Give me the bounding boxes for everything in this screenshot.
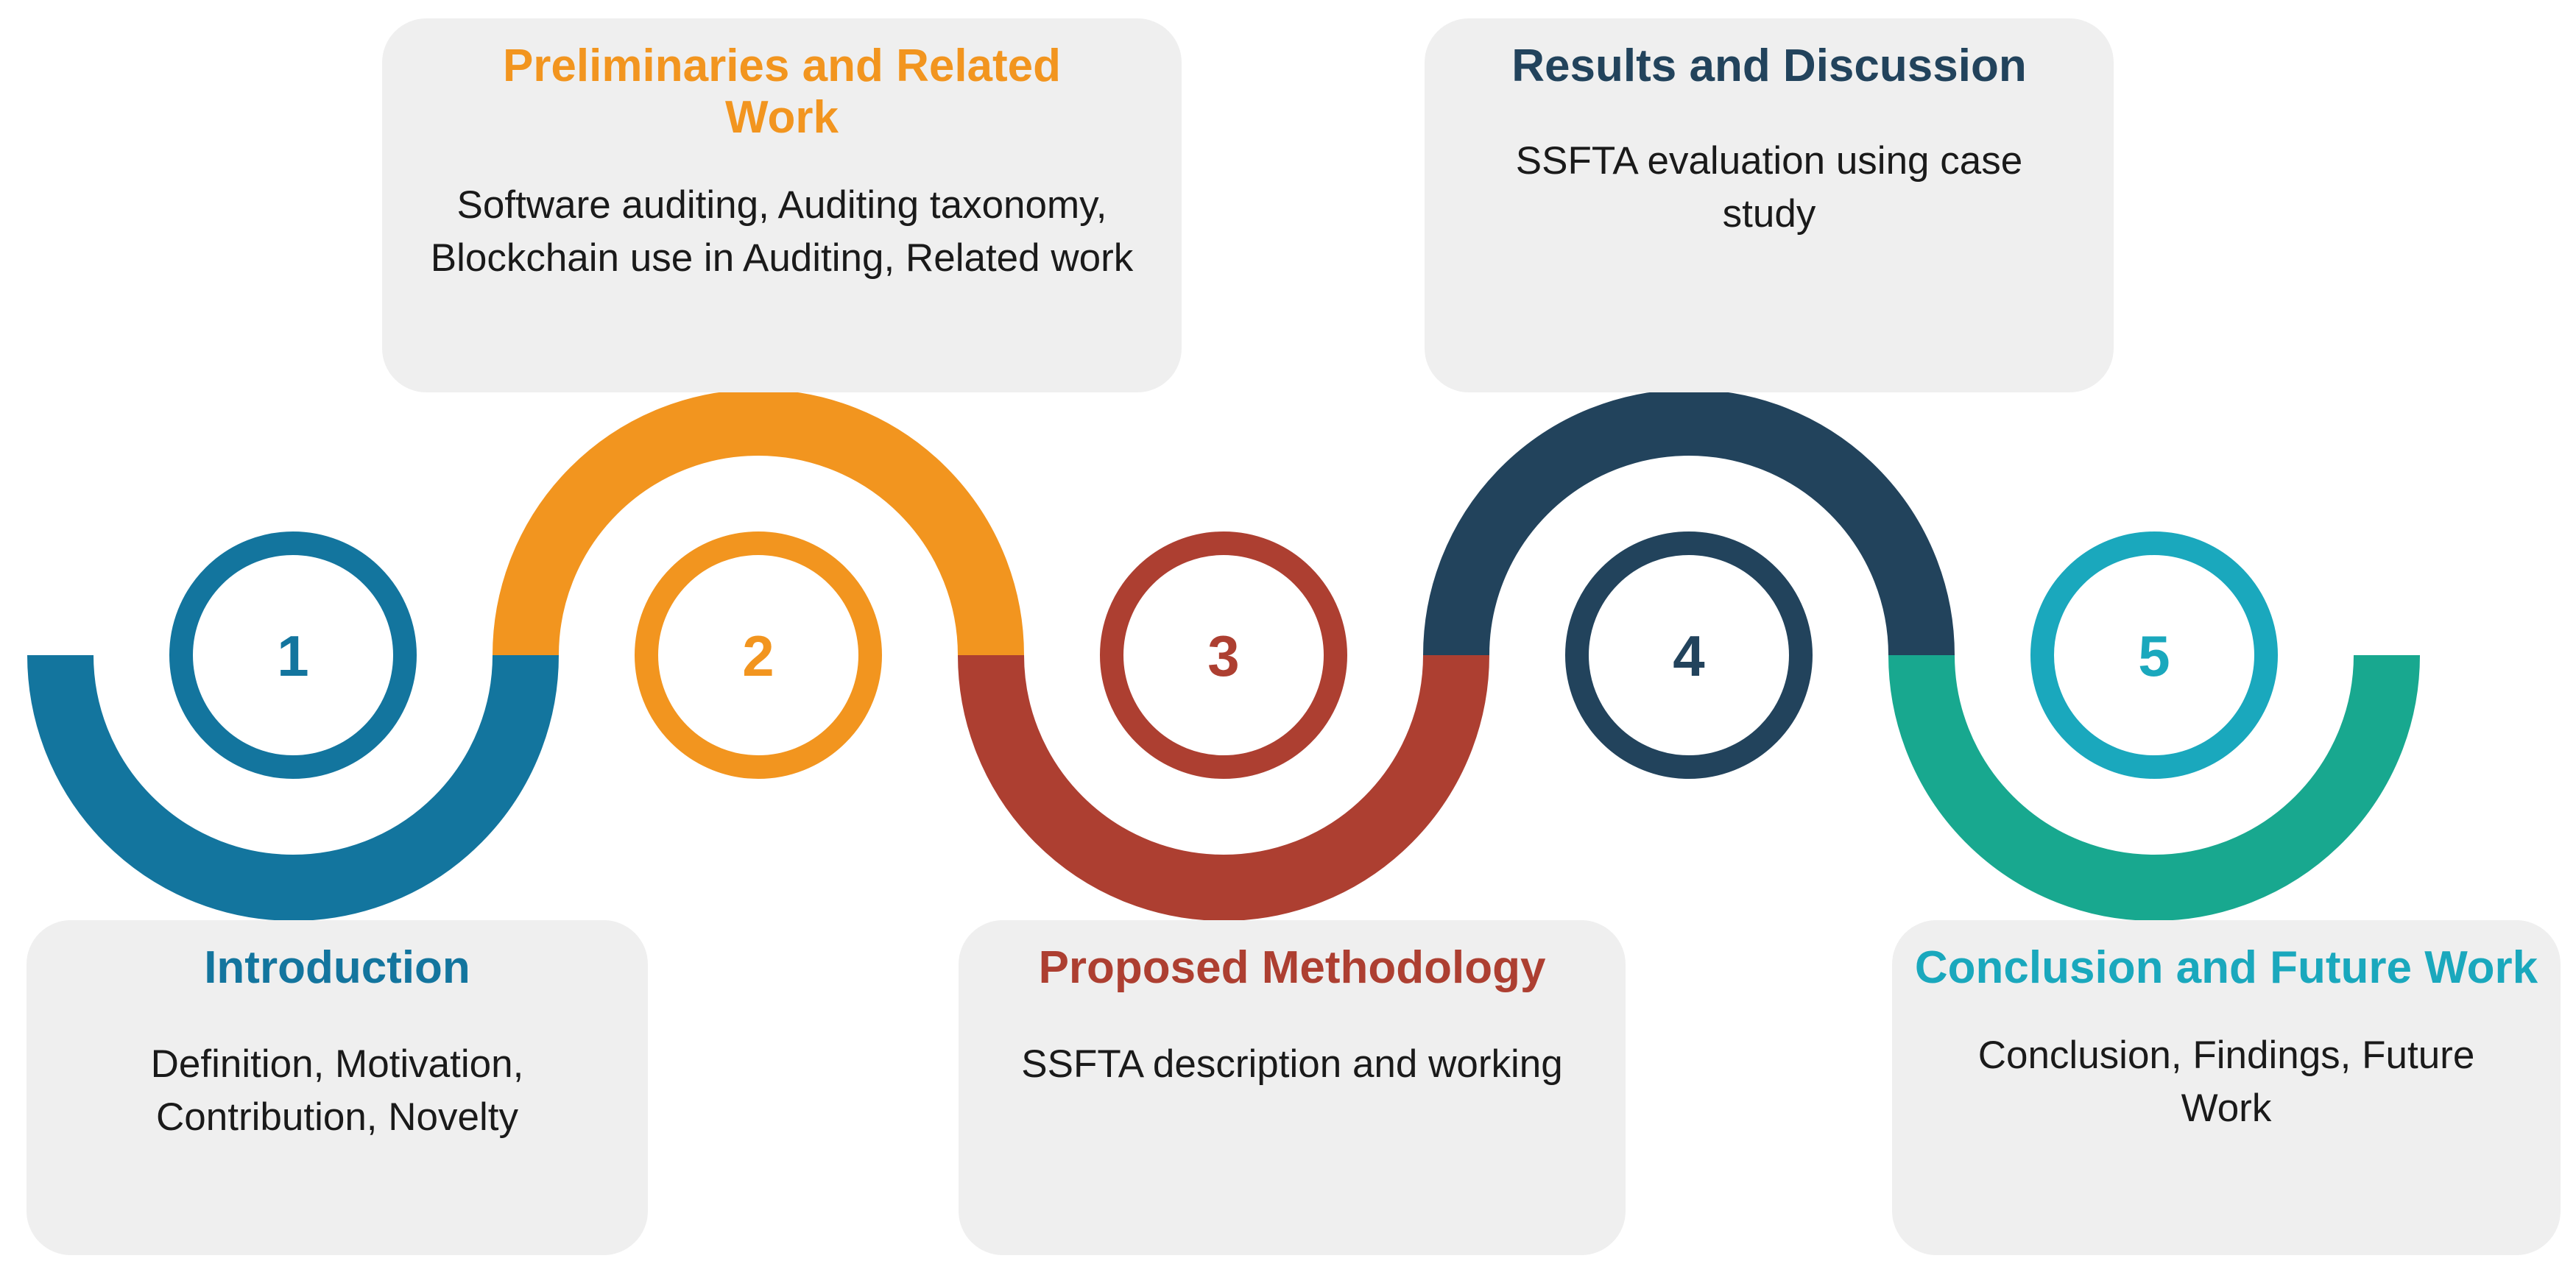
card-results-discussion: Results and Discussion SSFTA evaluation … xyxy=(1425,18,2114,392)
card-title-proposed-methodology: Proposed Methodology xyxy=(1038,942,1546,993)
card-desc-proposed-methodology: SSFTA description and working xyxy=(1021,1042,1563,1086)
arc-step-4 xyxy=(1423,389,1955,656)
card-desc-preliminaries: Software auditing, Auditing taxonomy, Bl… xyxy=(430,183,1134,280)
step-number-5: 5 xyxy=(2138,624,2170,688)
arc-step-5 xyxy=(1888,654,2420,921)
card-title-results-discussion: Results and Discussion xyxy=(1511,40,2027,91)
card-desc-conclusion: Conclusion, Findings, Future Work xyxy=(1977,1034,2475,1130)
ring-step-2 xyxy=(635,531,882,779)
step-number-1: 1 xyxy=(277,624,308,688)
step-number-4: 4 xyxy=(1673,624,1704,688)
step-number-2: 2 xyxy=(742,624,774,688)
card-title-preliminaries: Preliminaries and Related Work xyxy=(502,40,1062,143)
card-introduction: Introduction Definition, Motivation, Con… xyxy=(27,920,648,1255)
ring-step-3 xyxy=(1100,531,1347,779)
arc-step-3 xyxy=(958,654,1489,921)
arc-step-1 xyxy=(27,654,559,921)
card-proposed-methodology: Proposed Methodology SSFTA description a… xyxy=(959,920,1626,1255)
card-title-conclusion: Conclusion and Future Work xyxy=(1914,942,2538,993)
arc-step-2 xyxy=(493,389,1024,656)
card-title-introduction: Introduction xyxy=(204,942,470,993)
ring-step-5 xyxy=(2030,531,2278,779)
card-preliminaries: Preliminaries and Related Work Software … xyxy=(382,18,1182,392)
card-desc-introduction: Definition, Motivation, Contribution, No… xyxy=(150,1042,524,1139)
step-number-3: 3 xyxy=(1207,624,1239,688)
ring-step-1 xyxy=(169,531,417,779)
card-conclusion: Conclusion and Future Work Conclusion, F… xyxy=(1892,920,2561,1255)
card-desc-results-discussion: SSFTA evaluation using case study xyxy=(1515,139,2023,236)
ring-step-4 xyxy=(1565,531,1813,779)
